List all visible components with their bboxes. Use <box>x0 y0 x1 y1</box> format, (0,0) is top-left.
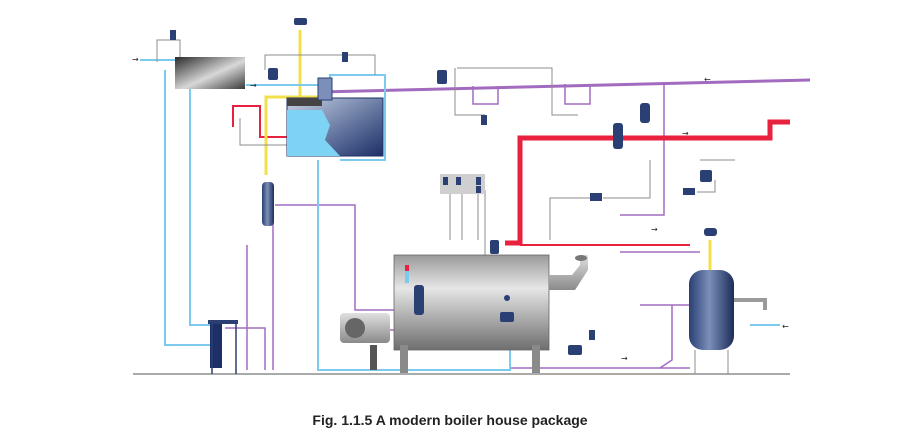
valves <box>170 30 712 355</box>
svg-text:←: ← <box>704 75 711 84</box>
feedtank <box>286 77 384 157</box>
boiler-house-diagram: → → ← → → ← → <box>132 18 811 375</box>
vent-lines <box>264 30 712 270</box>
svg-text:→: → <box>682 129 689 138</box>
svg-text:→: → <box>621 354 628 363</box>
svg-text:→: → <box>250 81 257 90</box>
svg-text:→: → <box>132 55 139 64</box>
steam-lines <box>232 105 790 246</box>
flash-vessel <box>262 182 274 226</box>
vent-actuator <box>294 18 307 25</box>
burner-fan <box>340 313 390 343</box>
svg-text:→: → <box>651 225 658 234</box>
heat-recovery-unit <box>175 57 245 89</box>
plate-heat-exchanger <box>208 320 238 374</box>
blowdown-vessel <box>689 228 767 374</box>
feed-pump <box>370 345 377 370</box>
svg-text:←: ← <box>782 322 789 331</box>
flow-arrows: → → ← → → ← → <box>132 55 789 363</box>
figure-caption: Fig. 1.1.5 A modern boiler house package <box>312 412 588 428</box>
control-panel <box>440 174 485 194</box>
